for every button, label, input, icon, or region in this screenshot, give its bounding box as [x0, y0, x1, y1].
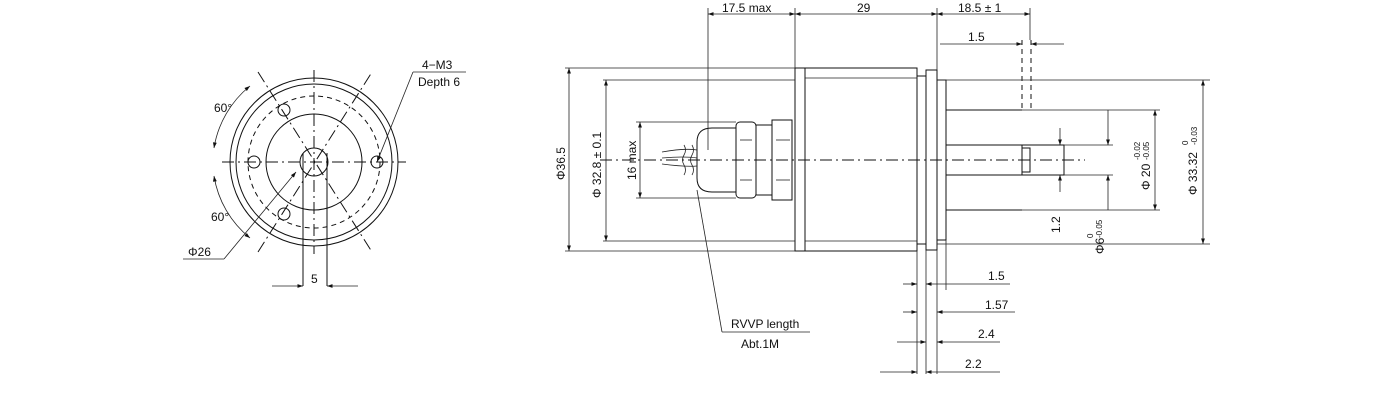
shaft-tol-upper: 0 [1086, 233, 1095, 238]
flange-dia-label: Φ 33.32 [1186, 152, 1200, 195]
angle-bottom-label: 60° [211, 210, 229, 224]
cable-type-label: RVVP length [731, 317, 799, 331]
flange-tol-lower: -0.03 [1190, 126, 1199, 145]
outer-dia-label: Φ36.5 [554, 147, 568, 180]
cable-leader [696, 189, 723, 333]
center-diag-2 [257, 71, 373, 253]
center-diag-1 [257, 71, 373, 253]
angle-arc-top [212, 85, 251, 149]
angle-top-label: 60° [214, 101, 232, 115]
body-length-label: 29 [857, 1, 871, 15]
bolt-circle-label: Φ26 [188, 245, 211, 259]
angle-arc-bottom [212, 175, 251, 239]
pilot-dia-label: Φ 32.8 ± 0.1 [590, 131, 604, 198]
motor-body [794, 67, 918, 252]
gland-height-label: 16 max [625, 141, 639, 180]
flange-dim-3: 2.4 [978, 327, 995, 341]
thread-spec-label: 4−M3 [422, 58, 453, 72]
shaft-length-label: 18.5 ± 1 [958, 1, 1002, 15]
flange-tol-upper: 0 [1181, 140, 1190, 145]
cable-gland [661, 119, 793, 201]
hole-2 [247, 155, 261, 169]
hole-1 [277, 103, 291, 117]
flange-dim-1: 1.5 [988, 269, 1005, 283]
bolt-circle-leader [223, 171, 297, 260]
thread-depth-label: Depth 6 [418, 75, 460, 89]
flat-width-label: 5 [311, 272, 318, 286]
flange-dim-4: 2.2 [965, 357, 982, 371]
shaft-tol-lower: -0.05 [1095, 219, 1104, 238]
hole-3 [277, 207, 291, 221]
side-view: 17.5 max 29 18.5 ± 1 1.5 Φ36.5 Φ 32.8 ± … [554, 1, 1210, 374]
front-view: 60° 60° 4−M3 Depth 6 Φ26 5 [183, 58, 466, 288]
boss-dia-label: Φ 20 [1139, 163, 1153, 190]
hole-4 [370, 155, 384, 169]
flange-dim-2: 1.57 [985, 298, 1009, 312]
flat-depth-label: 1.2 [1049, 216, 1063, 233]
boss-tol-lower: -0.05 [1142, 141, 1151, 160]
boss-tol-upper: -0.02 [1133, 141, 1142, 160]
key-offset-label: 1.5 [968, 30, 985, 44]
shaft-dia-label: Φ6 [1093, 237, 1107, 254]
thread-leader [376, 71, 414, 163]
cable-length-label: 17.5 max [722, 1, 771, 15]
cable-length-note: Abt.1M [741, 337, 779, 351]
